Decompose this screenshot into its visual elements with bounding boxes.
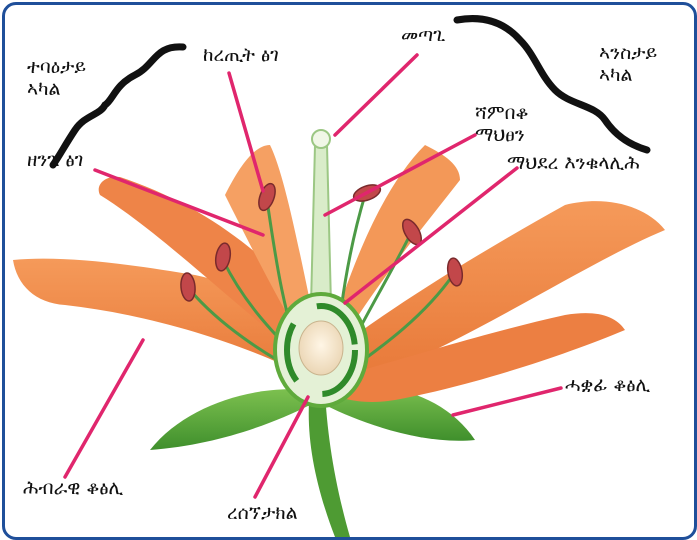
filament-label: ዘንጊ ፅገ [27,150,83,172]
male-part-label: ተባዕታይ ኣካል [27,57,86,101]
flower-illustration [5,5,694,537]
sepal-label: ሓቋፊ ቆፅሊ [565,375,650,397]
sepal-leaves [150,386,475,537]
ovary-label: ማህደረ እንቁላሊሕ [507,153,640,175]
stigma-label: መጣጊ [401,25,445,47]
style-label: ሻምበቆ ማህፀን [475,103,528,147]
female-part-label: ኣንስታይ ኣካል [599,43,657,87]
receptacle-label: ረሰኘታክል [227,503,298,525]
petal-label: ሕብራዊ ቆፅሊ [23,478,123,500]
anther-label: ከረጢት ፅገ [203,45,279,67]
